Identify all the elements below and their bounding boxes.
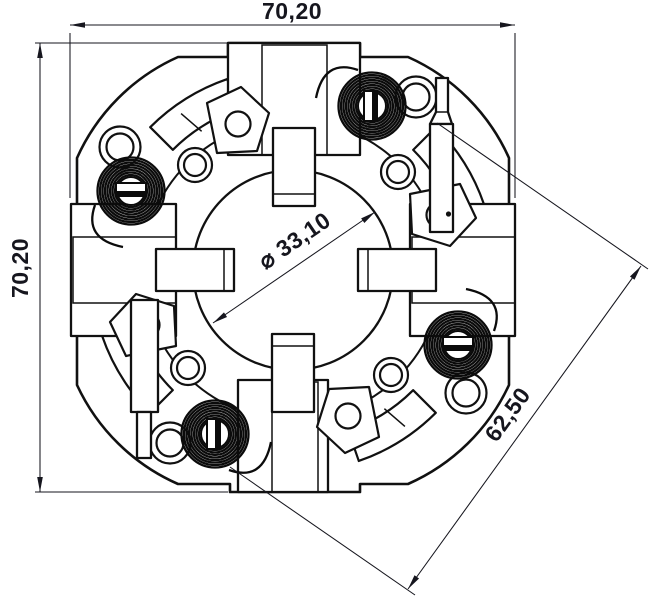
spring-slot-top xyxy=(363,90,378,122)
dimension-height: 70,20 xyxy=(7,42,228,493)
spring-slot-right xyxy=(442,336,474,351)
brush-right xyxy=(356,247,438,293)
rivet-hole-sw-inner xyxy=(169,349,207,387)
spring-slot-bottom xyxy=(206,418,221,450)
arrowhead-icon xyxy=(500,22,515,28)
terminal-post-sw xyxy=(129,298,160,460)
arrowhead-icon xyxy=(37,477,43,492)
arrowhead-icon xyxy=(405,575,420,591)
dimension-width: 70,20 xyxy=(69,0,516,198)
arrowhead-icon xyxy=(629,264,644,280)
brush-bottom xyxy=(270,332,316,414)
rivet-hole-ne-inner xyxy=(379,153,417,191)
arrowhead-icon xyxy=(70,22,85,28)
brush-top xyxy=(271,126,317,208)
dimension-width-label: 70,20 xyxy=(262,0,322,24)
rivet-hole-nw-inner xyxy=(176,146,214,184)
spring-slot-left xyxy=(115,182,147,197)
terminal-post-ne xyxy=(428,76,455,234)
arrowhead-icon xyxy=(37,43,43,58)
brush-left xyxy=(154,247,236,293)
rivet-hole-se-inner xyxy=(372,356,410,394)
dimension-height-label: 70,20 xyxy=(7,238,33,298)
